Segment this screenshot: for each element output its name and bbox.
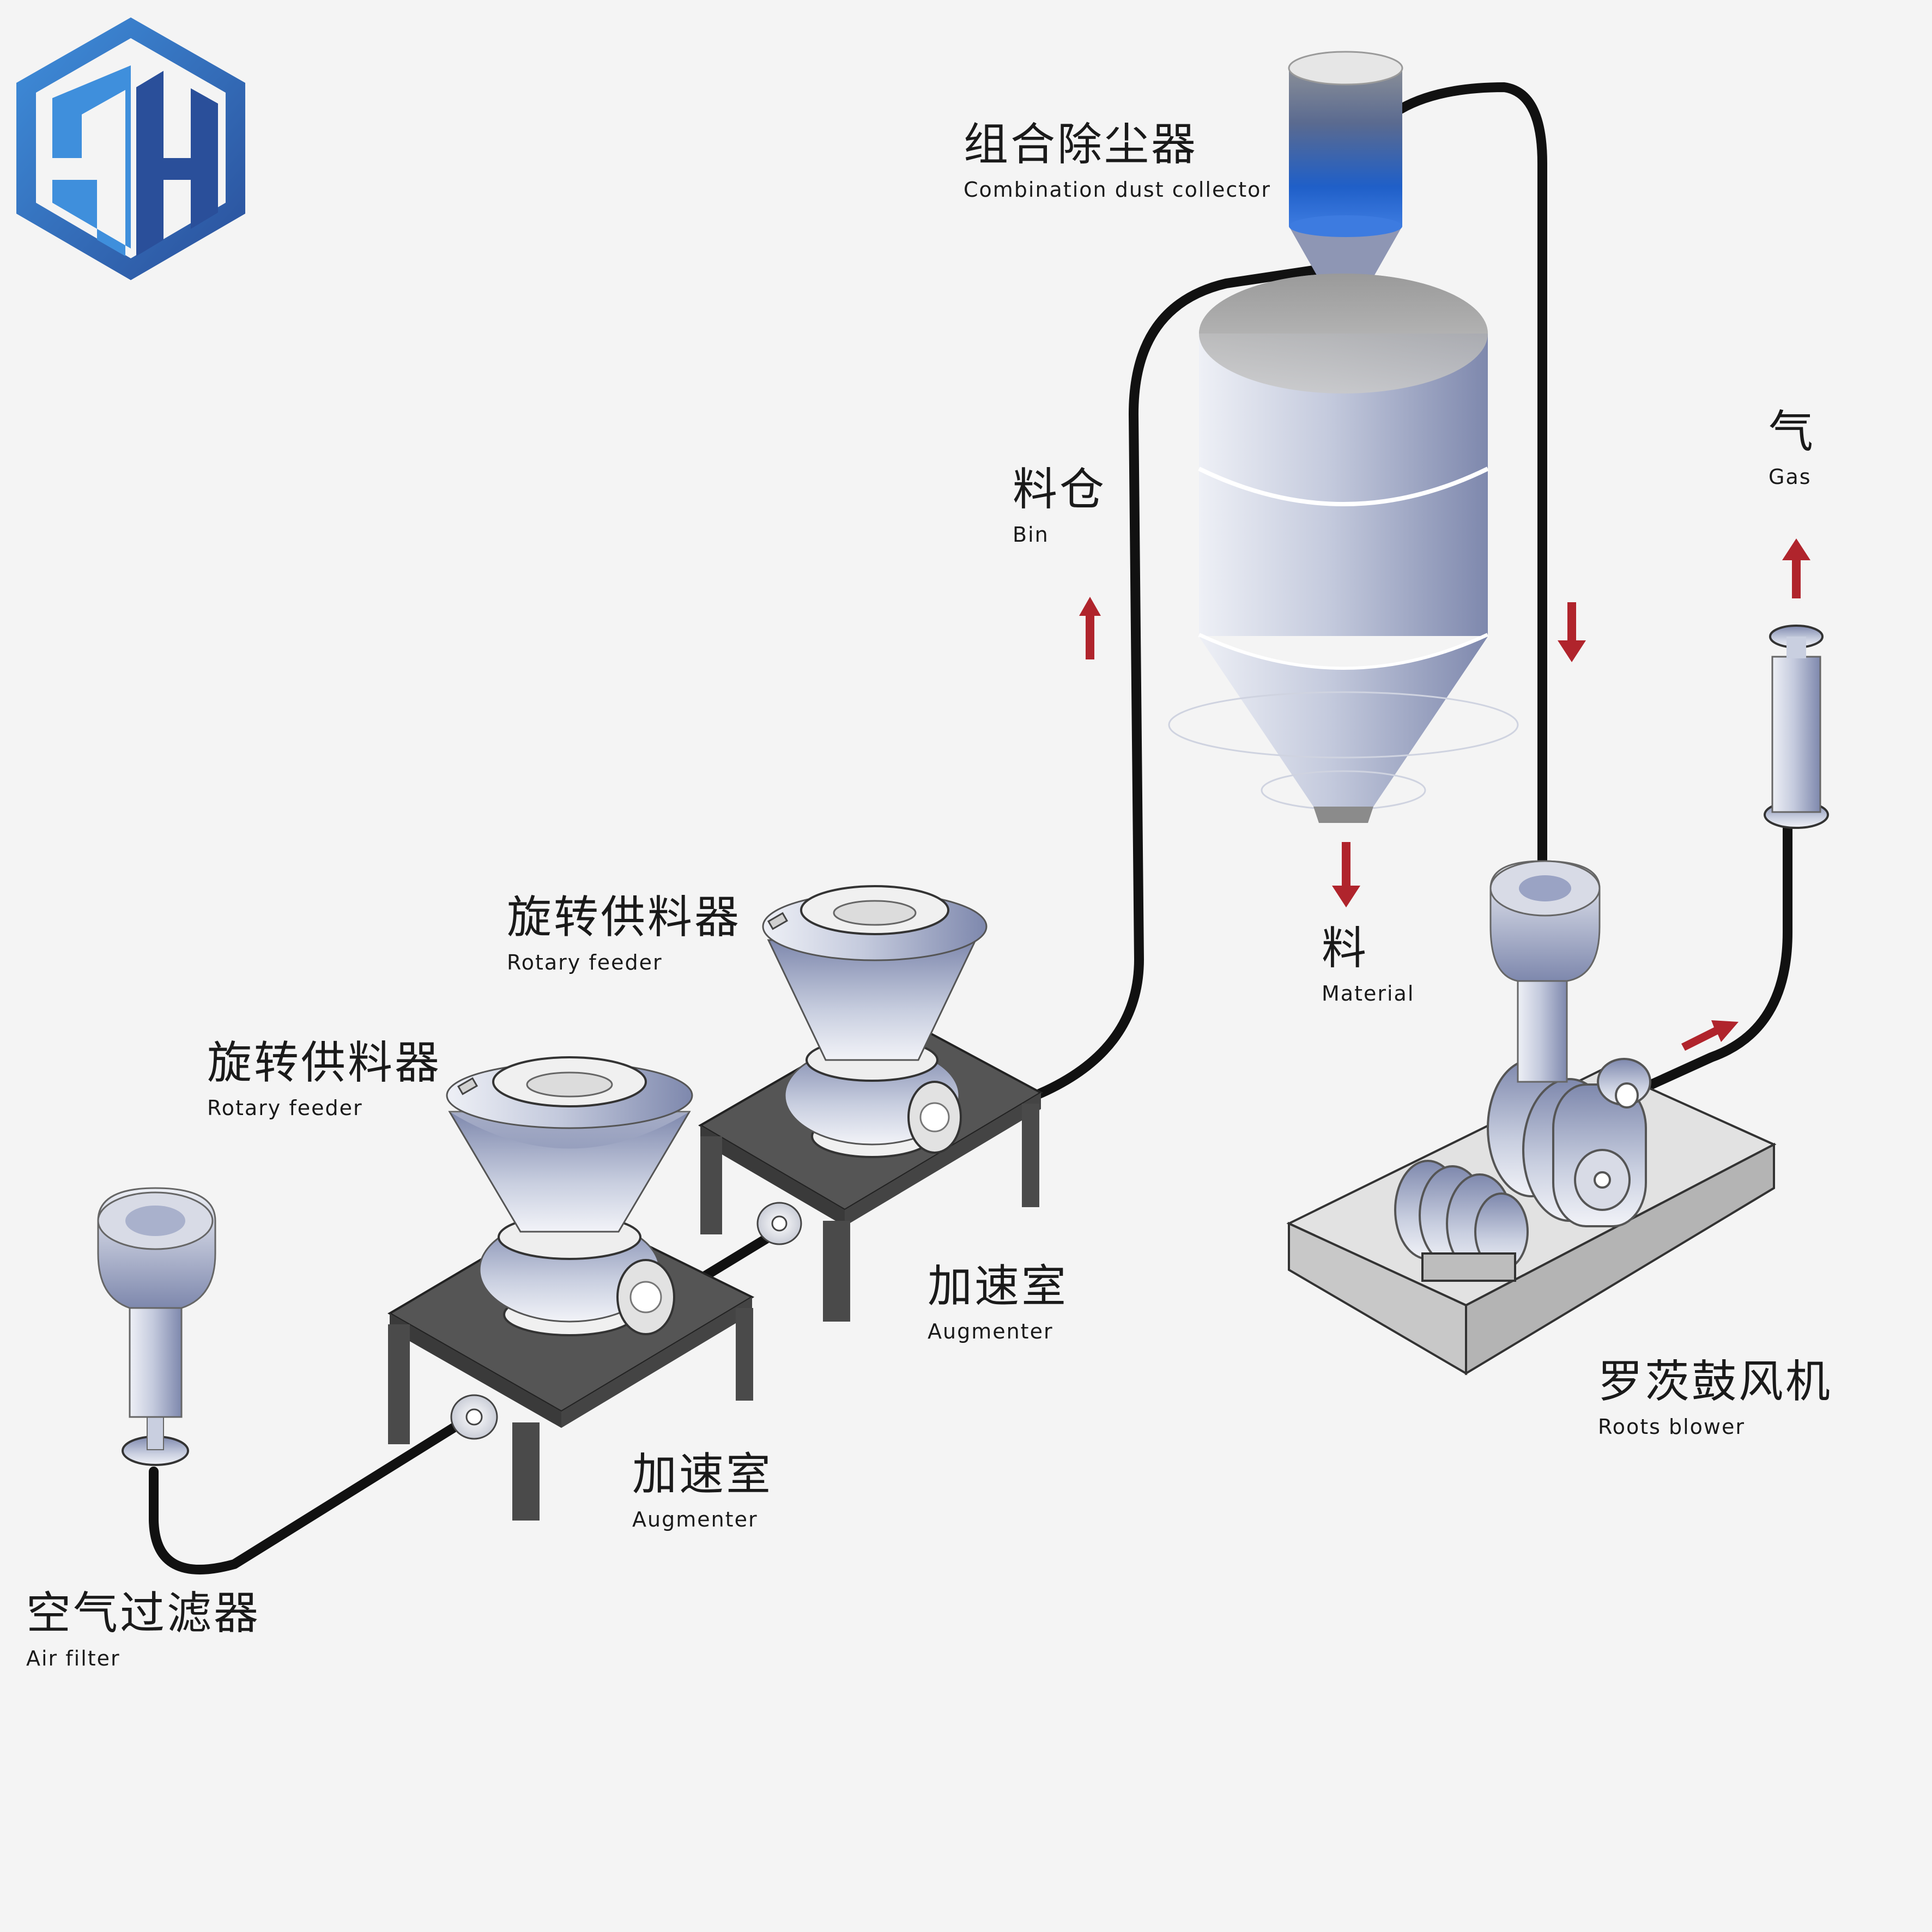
label-dust-collector: 组合除尘器 Combination dust collector — [964, 119, 1271, 202]
label-material: 料 Material — [1322, 926, 1414, 1004]
label-augmenter-2-en: Augmenter — [632, 1507, 758, 1531]
label-rotary-feeder-1-en: Rotary feeder — [507, 950, 663, 974]
label-augmenter-2-zh: 加速室 — [632, 1449, 773, 1500]
label-bin: 料仓 Bin — [1013, 464, 1107, 547]
pipe-blower-to-exhaust — [1646, 823, 1792, 1089]
label-dust-collector-zh: 组合除尘器 — [964, 119, 1198, 171]
label-roots-blower: 罗茨鼓风机 Roots blower — [1598, 1356, 1833, 1439]
label-air-filter-en: Air filter — [26, 1646, 120, 1670]
label-roots-blower-zh: 罗茨鼓风机 — [1598, 1356, 1833, 1408]
label-gas: 气 Gas — [1769, 406, 1816, 489]
rotary-feeder-1 — [446, 1056, 693, 1336]
label-dust-collector-en: Combination dust collector — [964, 178, 1271, 202]
rotary-feeder-2 — [762, 885, 988, 1158]
arrow-down-material — [1332, 842, 1360, 907]
pipe-augmenter-to-bin — [1031, 262, 1340, 1100]
arrow-blower-out — [1681, 1020, 1739, 1051]
label-air-filter-zh: 空气过滤器 — [26, 1588, 261, 1639]
label-air-filter: 空气过滤器 Air filter — [26, 1591, 261, 1669]
exhaust-silencer — [1764, 625, 1829, 829]
pipe-collector-to-blower — [1396, 82, 1547, 888]
label-bin-en: Bin — [1013, 523, 1049, 547]
label-material-zh: 料 — [1322, 923, 1369, 974]
label-rotary-feeder-1: 旋转供料器 Rotary feeder — [507, 895, 741, 973]
label-rotary-feeder-1-zh: 旋转供料器 — [507, 892, 742, 943]
label-material-en: Material — [1322, 982, 1415, 1006]
arrow-up-gas — [1782, 538, 1810, 598]
label-augmenter-1: 加速室 Augmenter — [928, 1264, 1068, 1342]
air-filter — [97, 1187, 216, 1466]
pipe-air-filter-to-augmenter — [149, 1407, 484, 1574]
blower-body — [1487, 1058, 1651, 1227]
bin — [1168, 274, 1519, 823]
arrow-up-bin — [1079, 597, 1101, 659]
label-gas-en: Gas — [1769, 465, 1812, 489]
label-gas-zh: 气 — [1769, 406, 1816, 458]
label-augmenter-2: 加速室 Augmenter — [632, 1452, 773, 1530]
roots-blower — [1286, 860, 1777, 1376]
red-arrow-icon — [1079, 538, 1810, 1051]
label-rotary-feeder-2: 旋转供料器 Rotary feeder — [207, 1037, 442, 1120]
label-augmenter-1-en: Augmenter — [928, 1319, 1053, 1343]
label-roots-blower-en: Roots blower — [1598, 1415, 1745, 1439]
label-rotary-feeder-2-zh: 旋转供料器 — [207, 1037, 442, 1089]
label-rotary-feeder-2-en: Rotary feeder — [207, 1096, 363, 1120]
blower-motor — [1394, 1160, 1529, 1274]
augmenter-flange-1 — [450, 1394, 498, 1440]
arrow-down-return — [1558, 602, 1586, 662]
jh-hexagon-logo-icon — [16, 17, 245, 280]
label-bin-zh: 料仓 — [1013, 464, 1107, 516]
augmenter-flange-2 — [756, 1202, 802, 1245]
label-augmenter-1-zh: 加速室 — [928, 1261, 1069, 1312]
